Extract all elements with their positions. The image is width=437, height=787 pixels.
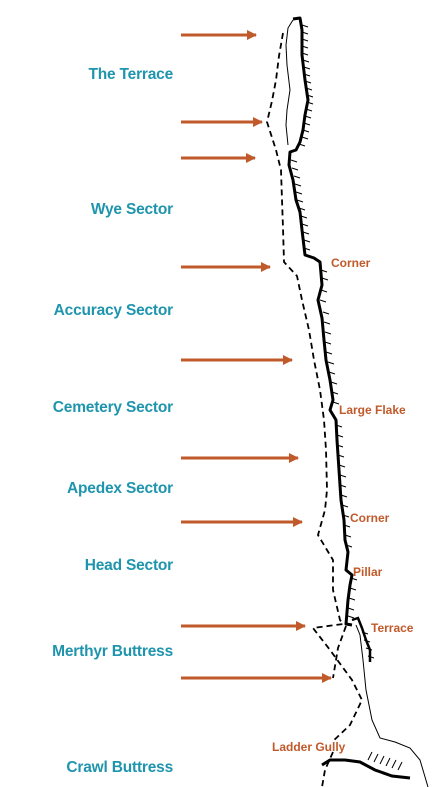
crag-base-dashed-branch [332,625,347,679]
sector-label-crawl-buttress: Crawl Buttress [66,759,173,776]
terrace-outline [285,19,294,146]
sector-arrows [181,30,332,683]
feature-label-corner-upper: Corner [331,256,371,270]
sector-label-apedex-sector: Apedex Sector [67,480,173,497]
crag-base-dashed-line [266,32,364,743]
crawl-buttress-edge [321,758,411,780]
feature-label-large-flake: Large Flake [339,403,406,417]
sector-label-the-terrace: The Terrace [88,66,173,83]
sector-label-head-sector: Head Sector [84,557,173,574]
terrace-ledge [351,616,372,662]
feature-label-pillar: Pillar [353,565,383,579]
sector-label-merthyr-buttress: Merthyr Buttress [52,643,173,660]
crag-hatching [290,24,403,771]
sector-label-cemetery-sector: Cemetery Sector [52,399,173,416]
crag-edge-main [287,16,354,627]
lower-outline-left [355,624,429,787]
crag-base-dashed-bottom [321,751,334,787]
feature-label-terrace: Terrace [371,621,414,635]
sector-label-accuracy-sector: Accuracy Sector [53,302,174,319]
feature-label-corner-lower: Corner [350,511,390,525]
sector-label-wye-sector: Wye Sector [90,201,173,218]
feature-label-ladder-gully: Ladder Gully [272,740,346,754]
